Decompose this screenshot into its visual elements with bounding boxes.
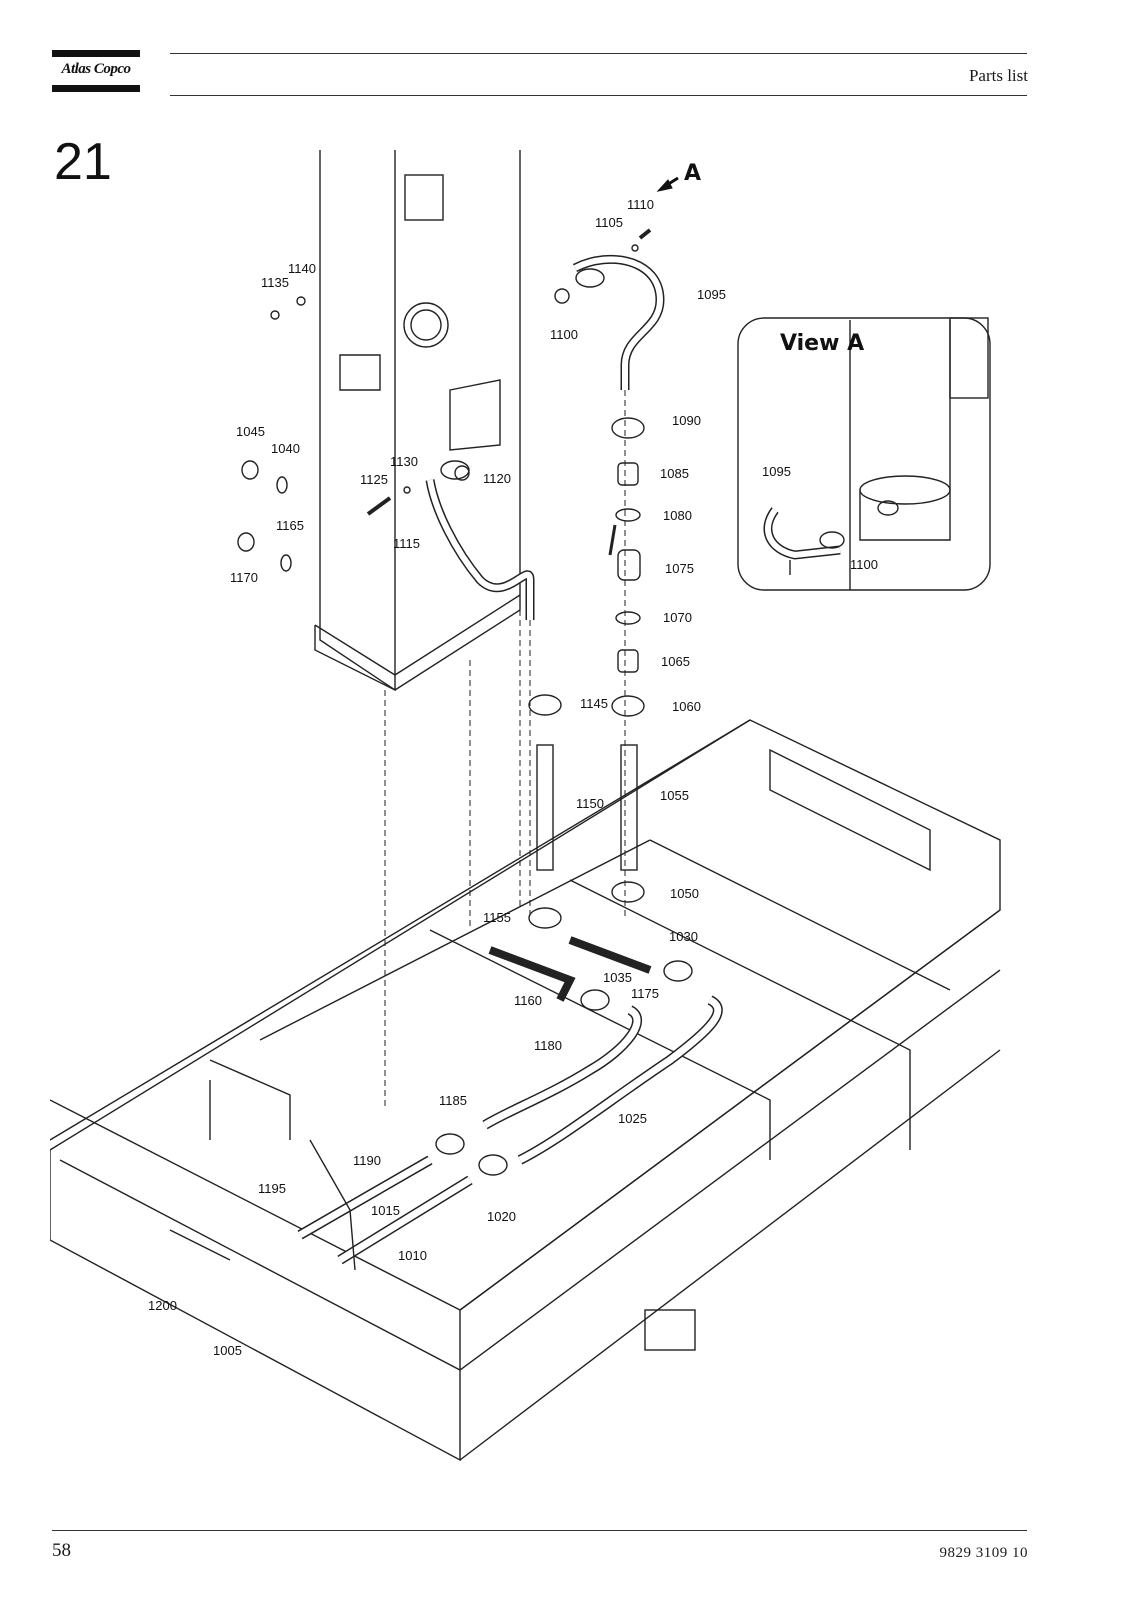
callout-1095: 1095	[697, 287, 726, 302]
callout-1140: 1140	[288, 261, 316, 276]
callout-1080: 1080	[663, 508, 692, 523]
callout-1055: 1055	[660, 788, 689, 803]
callout-1020: 1020	[487, 1209, 516, 1224]
exploded-parts-drawing: A View A 1110 1105 1095 1100 1140 1135 1…	[50, 150, 1001, 1462]
view-a-title: View A	[780, 331, 864, 356]
callout-1100-view: 1100	[850, 557, 878, 572]
callout-1050: 1050	[670, 886, 699, 901]
brand-name: Atlas Copco	[61, 61, 131, 77]
header-rule-bottom	[170, 95, 1027, 96]
header-rule-top	[170, 53, 1027, 54]
callout-1010: 1010	[398, 1248, 427, 1263]
callout-1195: 1195	[258, 1181, 286, 1196]
atlas-copco-logo: Atlas Copco	[52, 50, 140, 94]
callout-1185: 1185	[439, 1093, 467, 1108]
callout-1070: 1070	[663, 610, 692, 625]
callout-1100: 1100	[550, 327, 578, 342]
callout-1025: 1025	[618, 1111, 647, 1126]
callout-1105: 1105	[595, 215, 623, 230]
callout-1200: 1200	[148, 1298, 177, 1313]
callout-1005: 1005	[213, 1343, 242, 1358]
document-number: 9829 3109 10	[939, 1545, 1028, 1561]
view-arrow	[656, 176, 679, 192]
callout-1150: 1150	[576, 796, 604, 811]
callout-1075: 1075	[665, 561, 694, 576]
callout-1015: 1015	[371, 1203, 400, 1218]
callout-1155: 1155	[483, 910, 511, 925]
callout-1045: 1045	[236, 424, 265, 439]
view-arrow-letter: A	[684, 161, 701, 186]
callout-1135: 1135	[261, 275, 289, 290]
callout-1190: 1190	[353, 1153, 381, 1168]
callout-1040: 1040	[271, 441, 300, 456]
callout-1165: 1165	[276, 518, 304, 533]
column-left-face	[319, 150, 396, 692]
callout-1130: 1130	[390, 454, 418, 469]
column-front-face	[394, 150, 521, 691]
callout-1160: 1160	[514, 993, 542, 1008]
footer-rule	[52, 1530, 1027, 1531]
header-title: Parts list	[968, 66, 1028, 85]
page-number: 58	[52, 1540, 71, 1561]
callout-1065: 1065	[661, 654, 690, 669]
callout-labels: 1110 1105 1095 1100 1140 1135 1090 1045 …	[148, 197, 878, 1358]
callout-1095-view: 1095	[762, 464, 791, 479]
section-number: 21	[54, 133, 112, 191]
callout-1115: 1115	[393, 536, 420, 551]
callout-1085: 1085	[660, 466, 689, 481]
callout-1110: 1110	[627, 197, 654, 212]
callout-1120: 1120	[483, 471, 511, 486]
callout-1175: 1175	[631, 986, 659, 1001]
callout-1035: 1035	[603, 970, 632, 985]
callout-1180: 1180	[534, 1038, 562, 1053]
callout-1060: 1060	[672, 699, 701, 714]
callout-1170: 1170	[230, 570, 258, 585]
view-a-detail	[737, 317, 991, 591]
callout-1125: 1125	[360, 472, 388, 487]
callout-1145: 1145	[580, 696, 608, 711]
callout-1090: 1090	[672, 413, 701, 428]
callout-1030: 1030	[669, 929, 698, 944]
